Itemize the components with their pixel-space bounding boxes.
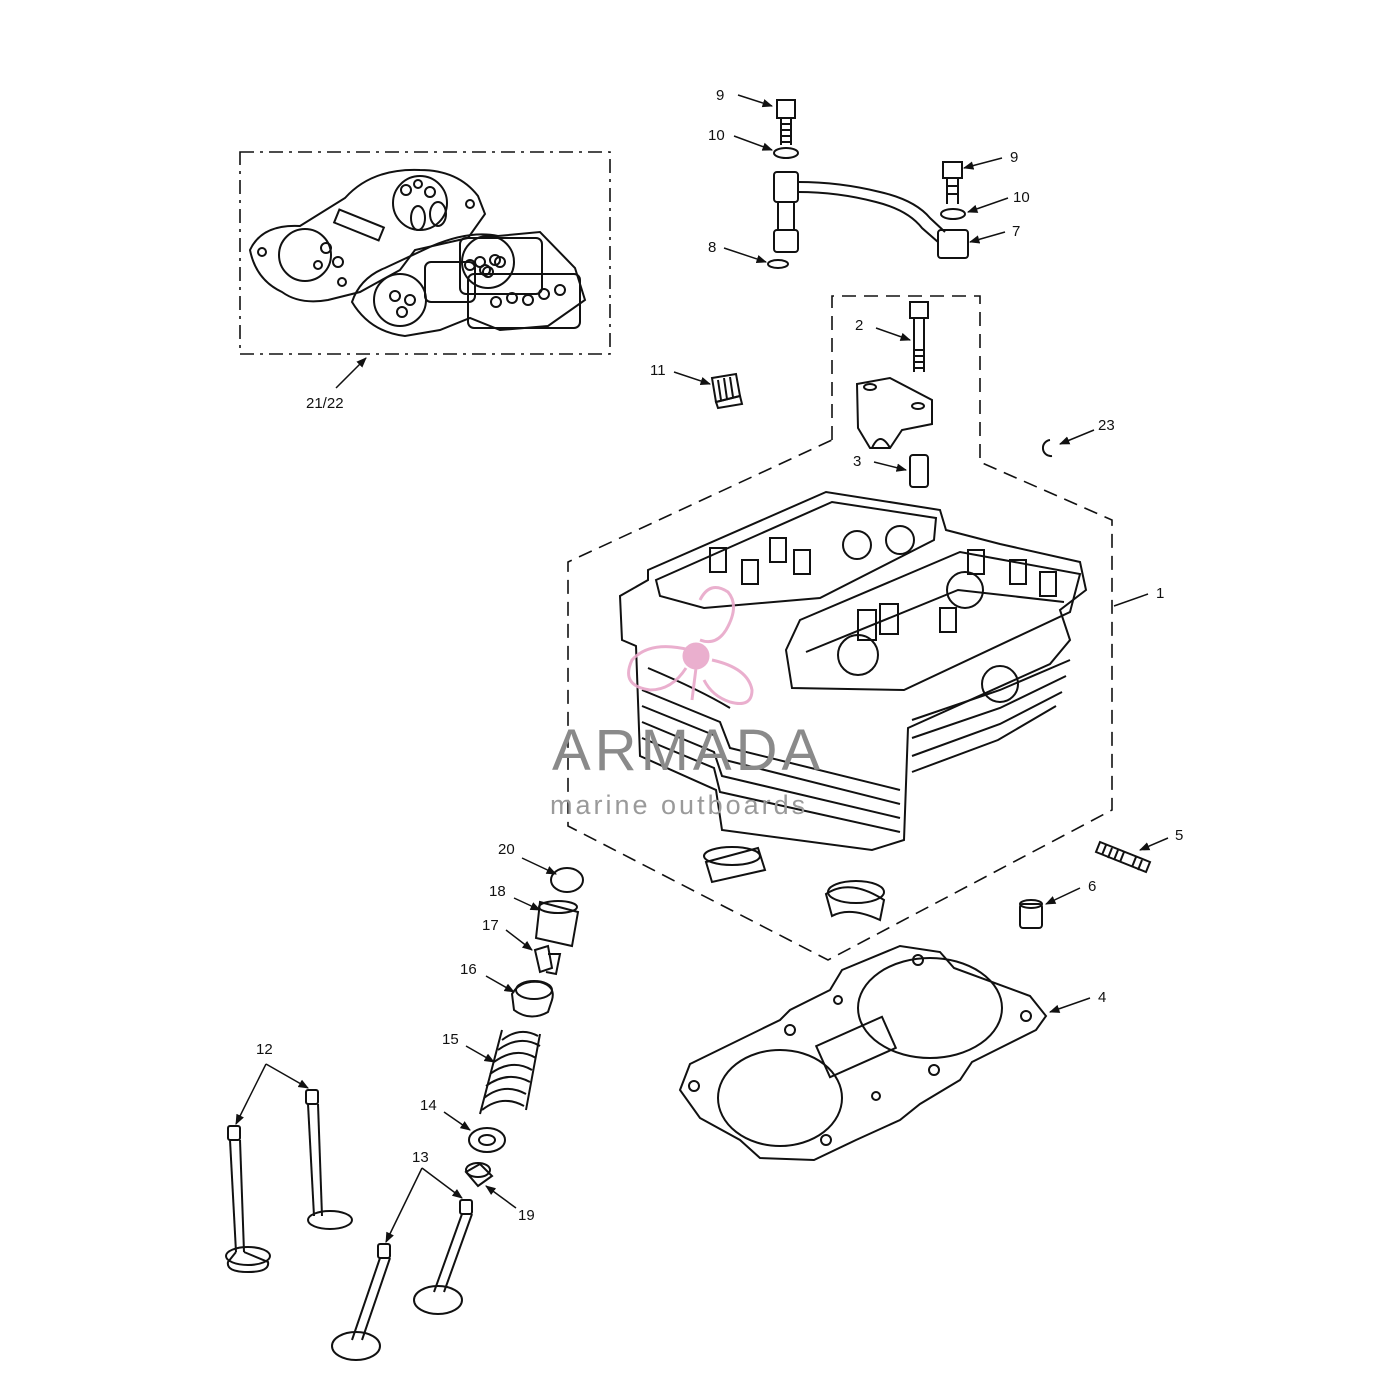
callout-label-17: 17	[482, 917, 499, 934]
dowel-part[interactable]	[1019, 899, 1043, 929]
callout-label-3: 3	[853, 453, 861, 470]
clip-part[interactable]	[1041, 439, 1053, 458]
valve-train-group[interactable]	[464, 867, 584, 1188]
callout-label-19: 19	[518, 1207, 535, 1224]
callout-label-5: 5	[1175, 827, 1183, 844]
callout-label-13: 13	[412, 1149, 429, 1166]
callout-label-6: 6	[1088, 878, 1096, 895]
callout-label-14: 14	[420, 1097, 437, 1114]
callout-label-8: 8	[708, 239, 716, 256]
callout-label-15: 15	[442, 1031, 459, 1048]
callout-label-21-22: 21/22	[306, 395, 344, 412]
oil-pipe-group[interactable]	[767, 99, 969, 269]
watermark-logo-icon	[627, 586, 754, 705]
callout-label-11: 11	[650, 362, 666, 379]
callout-label-10a: 10	[708, 127, 725, 144]
callout-label-1: 1	[1156, 585, 1164, 602]
valves-group[interactable]	[225, 1089, 473, 1361]
plug-part[interactable]	[710, 372, 744, 410]
stud-part[interactable]	[1094, 840, 1152, 874]
callout-label-10b: 10	[1013, 189, 1030, 206]
bolt-cap-group[interactable]	[855, 301, 933, 488]
callout-label-20: 20	[498, 841, 515, 858]
callout-label-23: 23	[1098, 417, 1115, 434]
cylinder-head-boundary	[567, 295, 1113, 961]
watermark-brand: ARMADA	[552, 718, 825, 783]
head-gasket-part[interactable]	[678, 944, 1048, 1162]
callout-label-18: 18	[489, 883, 506, 900]
callout-label-12: 12	[256, 1041, 273, 1058]
gasket-set-group[interactable]	[239, 151, 611, 355]
callout-label-4: 4	[1098, 989, 1106, 1006]
callout-label-2: 2	[855, 317, 863, 334]
callout-label-16: 16	[460, 961, 477, 978]
callout-label-9a: 9	[716, 87, 724, 104]
leader-lines	[235, 94, 1169, 1243]
callout-label-9b: 9	[1010, 149, 1018, 166]
cylinder-head-part[interactable]	[618, 490, 1088, 922]
watermark-tagline: marine outboards	[550, 790, 809, 820]
callout-label-7: 7	[1012, 223, 1020, 240]
